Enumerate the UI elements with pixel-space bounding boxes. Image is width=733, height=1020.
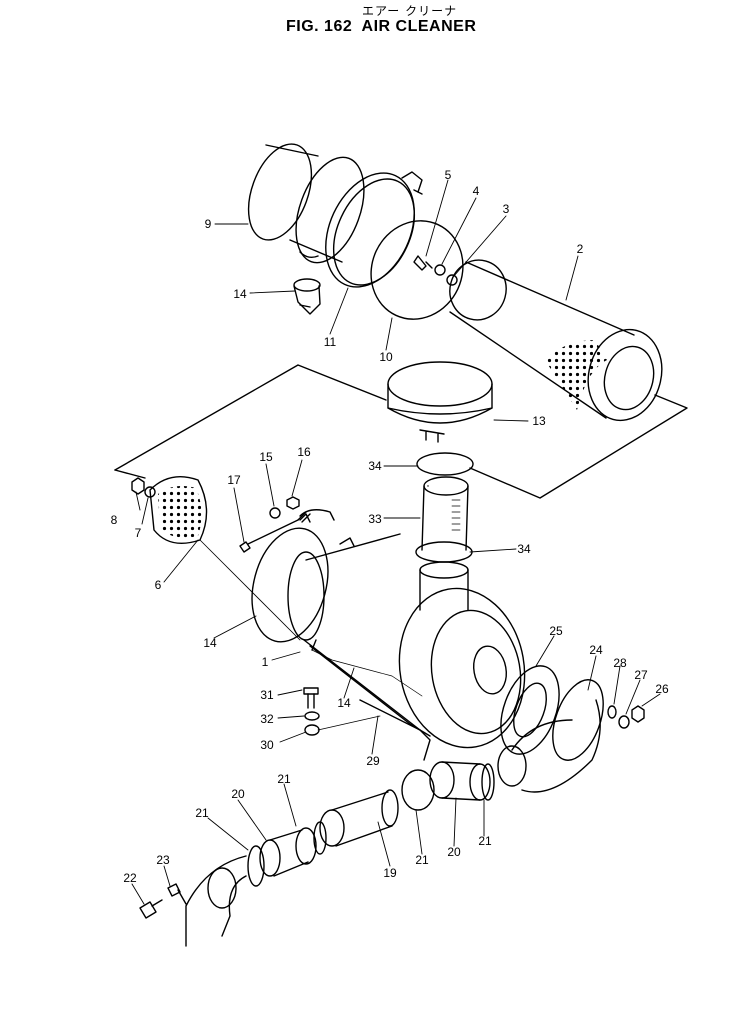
part-filter-element — [449, 259, 663, 422]
part-washer-7 — [144, 486, 156, 498]
callout-20-left: 20 — [231, 787, 245, 801]
callout-27: 27 — [634, 668, 648, 682]
callout-20-right: 20 — [447, 845, 461, 859]
part-lower-elbow — [185, 855, 247, 947]
callout-9: 9 — [204, 217, 212, 231]
part-intake-tube — [421, 476, 469, 551]
callout-8: 8 — [110, 513, 118, 527]
callout-31: 32 — [260, 712, 274, 726]
part-air-cleaner-body — [287, 533, 526, 749]
part-seal-washer-3 — [446, 274, 458, 286]
part-band-bolt — [299, 509, 335, 521]
part-bolt-30 — [303, 687, 319, 709]
callout-19: 19 — [383, 866, 397, 880]
callout-28: 28 — [613, 656, 627, 670]
figure-number: FIG. 162 — [286, 18, 353, 35]
assembly-frame-right — [469, 394, 688, 499]
part-bolt-17 — [239, 511, 311, 553]
callout-15: 15 — [259, 450, 273, 464]
callout-34-bottom: 34 — [517, 542, 531, 556]
part-nut-28 — [607, 705, 617, 719]
part-washer-31 — [304, 711, 320, 721]
callout-4: 4 — [472, 184, 480, 198]
callout-24: 24 — [589, 643, 603, 657]
figure-name: AIR CLEANER — [361, 18, 477, 35]
callout-23: 23 — [156, 853, 170, 867]
part-nut-32 — [304, 724, 320, 736]
part-rain-cap — [387, 361, 493, 443]
part-dust-valve — [293, 278, 321, 315]
part-gasket-25 — [500, 665, 560, 755]
callout-5: 5 — [444, 168, 452, 182]
callout-21-c: 21 — [277, 772, 291, 786]
part-nut-8 — [131, 477, 145, 495]
callout-16: 16 — [297, 445, 311, 459]
part-hose-19 — [319, 789, 399, 847]
callout-13: 13 — [532, 414, 546, 428]
callout-17: 17 — [227, 473, 241, 487]
callout-1: 1 — [261, 655, 269, 669]
part-cover-band — [247, 143, 365, 264]
part-hose-clamp-34-bottom — [415, 541, 473, 563]
title-japanese: エアー クリーナ — [362, 4, 458, 18]
part-mounting-band-14 — [251, 527, 329, 643]
part-hose-clamp-34-top — [416, 452, 474, 476]
part-clamp-21-a — [401, 769, 435, 811]
callout-6: 6 — [154, 578, 162, 592]
part-hose-20-right — [429, 761, 491, 801]
callout-34-top: 34 — [368, 459, 382, 473]
callout-7: 7 — [134, 526, 142, 540]
callout-26: 26 — [655, 682, 669, 696]
callout-21-b: 21 — [478, 834, 492, 848]
part-washer-27 — [618, 715, 630, 729]
assembly-frame-left — [114, 364, 387, 471]
callout-25: 25 — [549, 624, 563, 638]
callout-2: 2 — [576, 242, 584, 256]
leader-lines — [131, 179, 661, 905]
callout-33: 33 — [368, 512, 382, 526]
part-clamp-21-b — [481, 763, 495, 801]
part-screen-cap — [149, 476, 208, 544]
callout-32: 30 — [260, 738, 274, 752]
part-fitting-23 — [167, 883, 187, 905]
callout-10: 10 — [379, 350, 393, 364]
callout-12: 14 — [233, 287, 247, 301]
part-clamp-21-d — [247, 845, 265, 887]
part-gasket-ring — [370, 220, 464, 320]
callout-14-left: 14 — [203, 636, 217, 650]
part-fitting-22 — [139, 899, 163, 919]
callout-11: 11 — [323, 335, 337, 349]
callout-29: 29 — [366, 754, 380, 768]
part-nut-26 — [631, 705, 645, 723]
part-clamp-band — [325, 171, 423, 288]
part-nut-16 — [286, 496, 300, 510]
callout-3: 3 — [502, 202, 510, 216]
callout-21-d: 21 — [195, 806, 209, 820]
callout-14-right: 14 — [337, 696, 351, 710]
part-nut-15 — [269, 507, 281, 519]
part-washer-4 — [434, 264, 446, 276]
part-clamp-21-c — [313, 821, 327, 855]
part-bracket-29 — [359, 699, 431, 761]
part-elbow-24 — [497, 679, 604, 793]
figure-title: FIG. 162 AIR CLEANER — [286, 18, 476, 36]
callout-21-a: 21 — [415, 853, 429, 867]
part-hose-20-left — [259, 827, 317, 877]
part-wing-nut — [413, 255, 433, 271]
callout-22: 22 — [123, 871, 137, 885]
callout-30: 31 — [260, 688, 274, 702]
